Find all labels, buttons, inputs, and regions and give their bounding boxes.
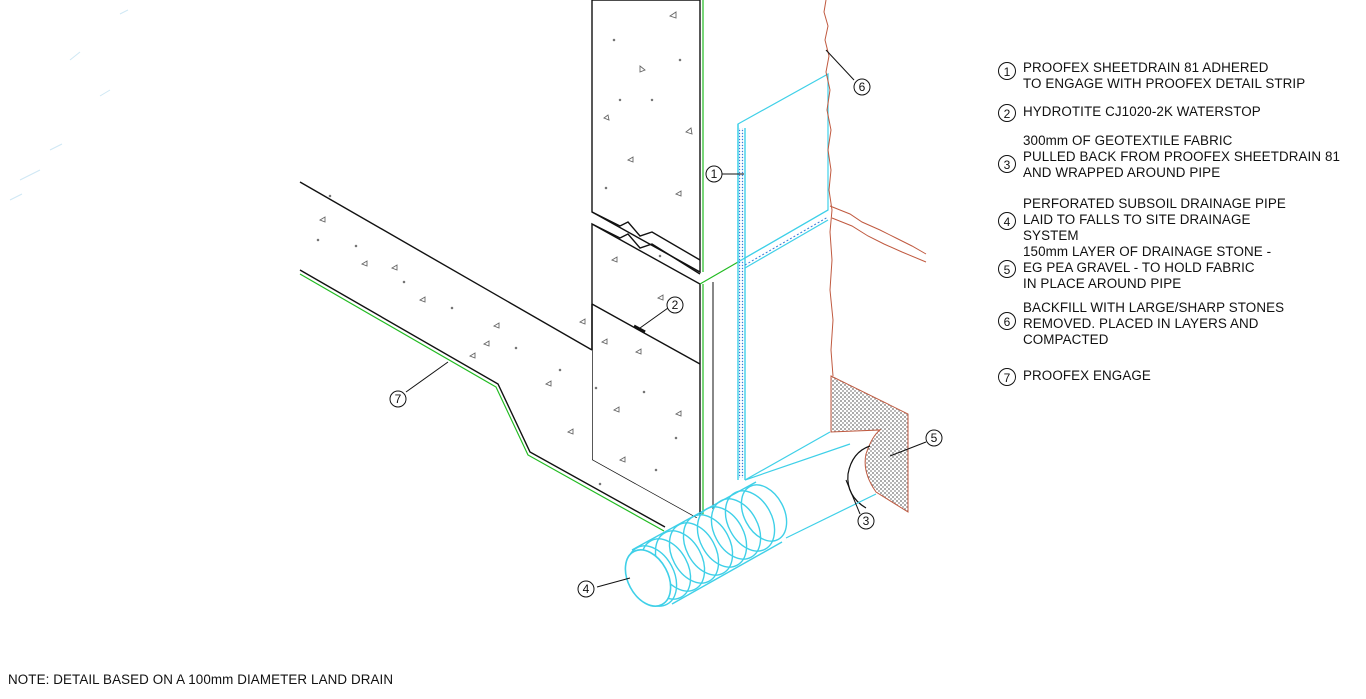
- legend-text: PROOFEX SHEETDRAIN 81 ADHERED TO ENGAGE …: [1023, 60, 1306, 91]
- legend-number: 5: [998, 260, 1016, 278]
- legend-item-7: 7 PROOFEX ENGAGE: [998, 368, 1151, 386]
- legend-number: 3: [998, 155, 1016, 173]
- callout-1-circle: [705, 165, 723, 183]
- legend-text: BACKFILL WITH LARGE/SHARP STONES REMOVED…: [1023, 300, 1285, 347]
- callout-bubbles: [389, 78, 943, 598]
- callout-4-label: 4: [583, 582, 590, 596]
- callout-6-circle: [853, 78, 871, 96]
- callout-1-label: 1: [711, 167, 718, 181]
- legend-number: 4: [998, 212, 1016, 230]
- legend-text: PROOFEX ENGAGE: [1023, 368, 1151, 383]
- upper-wall: [591, 0, 704, 275]
- backfill-edge: [823, 0, 927, 377]
- legend-text: 300mm OF GEOTEXTILE FABRIC PULLED BACK F…: [1023, 133, 1341, 180]
- callout-5-circle: [925, 429, 943, 447]
- legend-item-3: 3 300mm OF GEOTEXTILE FABRIC PULLED BACK…: [998, 133, 1340, 181]
- drainage-stone: [830, 375, 909, 513]
- legend-item-1: 1 PROOFEX SHEETDRAIN 81 ADHERED TO ENGAG…: [998, 60, 1306, 92]
- drainage-pipe: [624, 481, 788, 607]
- legend-number: 7: [998, 368, 1016, 386]
- legend-item-2: 2 HYDROTITE CJ1020-2K WATERSTOP: [998, 104, 1261, 122]
- callout-3-label: 3: [863, 514, 870, 528]
- legend-text: PERFORATED SUBSOIL DRAINAGE PIPE LAID TO…: [1023, 196, 1286, 243]
- legend-number: 6: [998, 312, 1016, 330]
- callout-numbers: 1 2 3 4 5 6 7: [395, 80, 938, 596]
- legend-text: 150mm LAYER OF DRAINAGE STONE - EG PEA G…: [1023, 244, 1272, 291]
- callout-4-circle: [577, 580, 595, 598]
- callout-6-label: 6: [859, 80, 866, 94]
- faint-marks: [9, 9, 129, 201]
- callout-3-circle: [857, 512, 875, 530]
- legend-number: 1: [998, 62, 1016, 80]
- drawing-note: NOTE: DETAIL BASED ON A 100mm DIAMETER L…: [8, 672, 394, 687]
- legend-item-4: 4 PERFORATED SUBSOIL DRAINAGE PIPE LAID …: [998, 196, 1286, 244]
- callout-2-label: 2: [672, 298, 679, 312]
- callout-7-circle: [389, 390, 407, 408]
- leader-lines: [405, 49, 927, 588]
- legend-item-6: 6 BACKFILL WITH LARGE/SHARP STONES REMOV…: [998, 300, 1284, 348]
- callout-5-label: 5: [931, 431, 938, 445]
- geotextile-wrap: [744, 443, 877, 539]
- legend-item-5: 5 150mm LAYER OF DRAINAGE STONE - EG PEA…: [998, 244, 1271, 292]
- concrete-aggregate: [316, 11, 693, 486]
- legend-number: 2: [998, 104, 1016, 122]
- floor-slab: [299, 181, 700, 532]
- callout-2-circle: [666, 296, 684, 314]
- callout-7-label: 7: [395, 392, 402, 406]
- legend-text: HYDROTITE CJ1020-2K WATERSTOP: [1023, 104, 1261, 119]
- sheetdrain-membrane: [712, 72, 831, 520]
